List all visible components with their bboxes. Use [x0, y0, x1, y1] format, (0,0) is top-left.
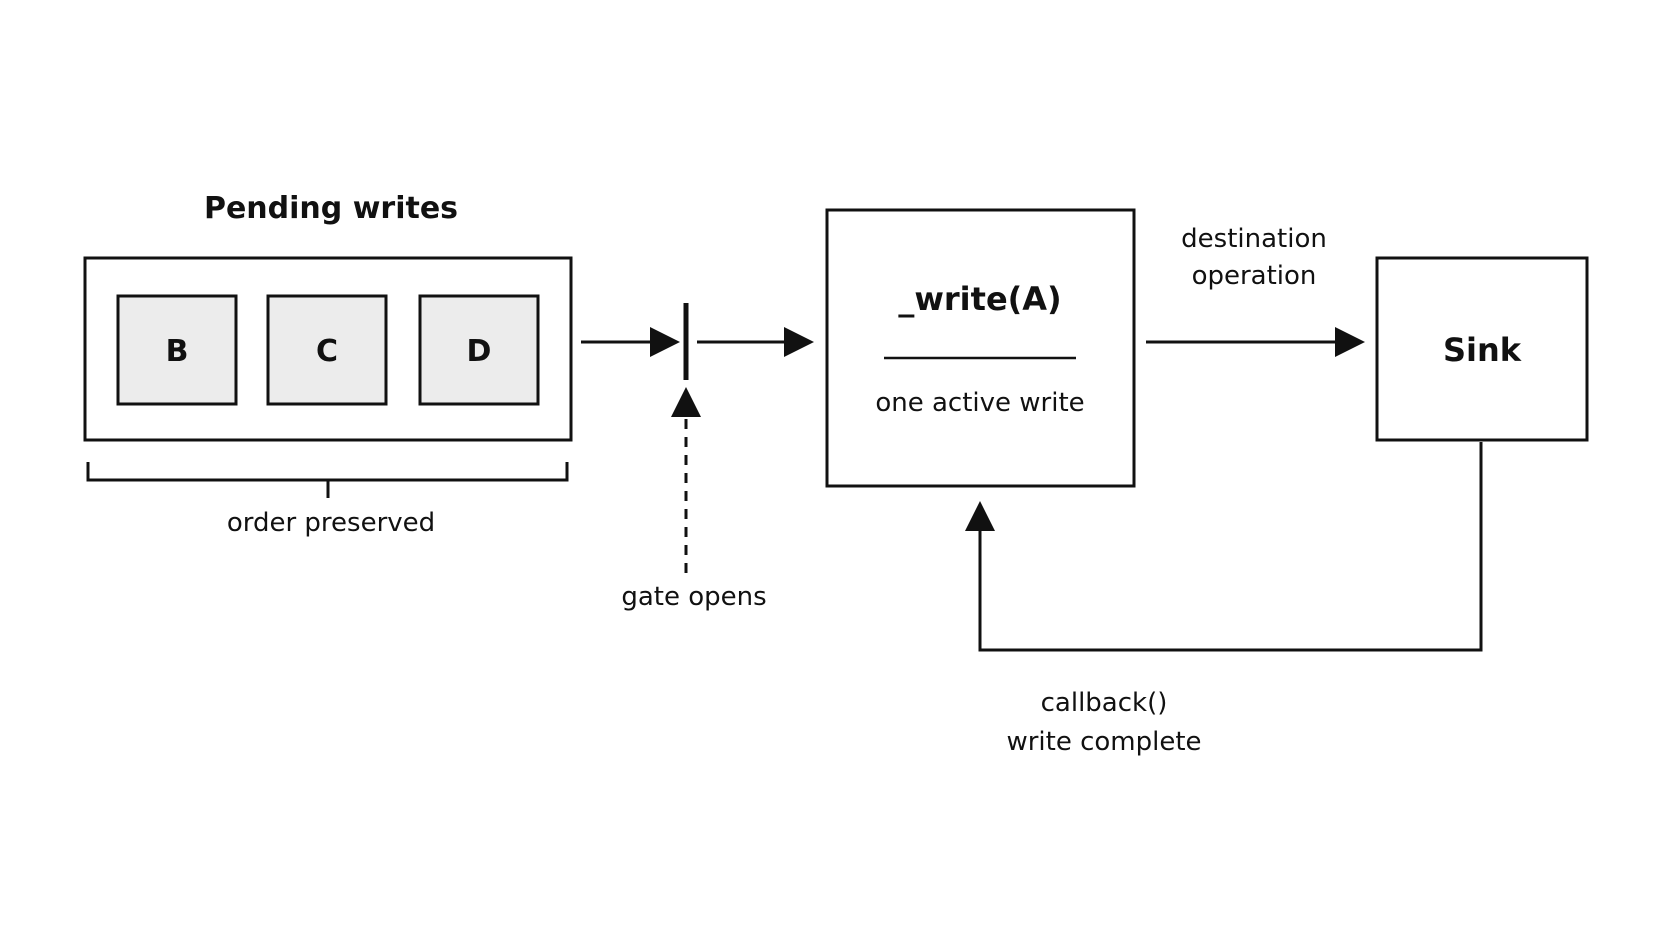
queue-item-box [116, 294, 238, 406]
sink-box [1375, 256, 1589, 442]
queue-item-b: B [116, 294, 238, 406]
gate-opens-caption: gate opens [621, 582, 766, 612]
queue-item-box [266, 294, 388, 406]
queue-item-label: D [467, 334, 492, 369]
callback-caption-line2: write complete [1006, 727, 1201, 757]
active-write-title: _write(A) [898, 280, 1061, 318]
pending-writes-title: Pending writes [204, 191, 458, 226]
sink-title: Sink [1443, 331, 1522, 369]
queue-item-d: D [418, 294, 540, 406]
active-write-subtitle: one active write [875, 388, 1084, 418]
destination-operation-line1: destination [1181, 224, 1327, 254]
order-bracket [86, 462, 569, 498]
callback-arrow [965, 442, 1483, 652]
queue-item-label: C [316, 334, 338, 369]
active-write-box [825, 208, 1136, 488]
queue-item-box [418, 294, 540, 406]
destination-operation-line2: operation [1192, 261, 1317, 291]
queue-item-c: C [266, 294, 388, 406]
queue-item-label: B [166, 334, 189, 369]
callback-caption-line1: callback() [1041, 688, 1168, 718]
order-preserved-caption: order preserved [227, 508, 435, 538]
